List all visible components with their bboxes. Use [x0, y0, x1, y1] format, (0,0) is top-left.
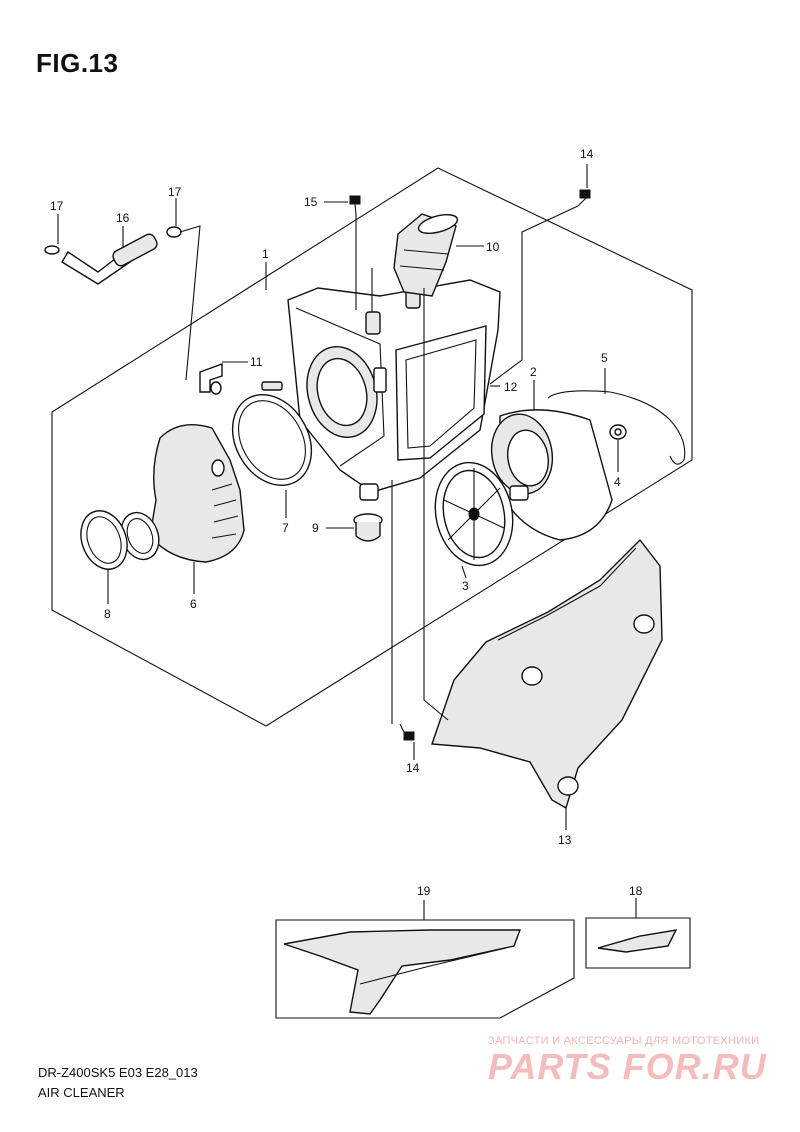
callout-10: 10: [486, 240, 500, 254]
footer-section-name: AIR CLEANER: [38, 1085, 125, 1100]
callout-13: 13: [558, 833, 572, 847]
part-1-air-cleaner-case: [287, 268, 501, 501]
part-13-side-cover: [431, 538, 663, 810]
part-10-intake-tube: [393, 213, 459, 297]
part-16-breather-hose: [44, 226, 182, 285]
part-8-clamp: [80, 510, 128, 570]
callout-14-upper: 14: [580, 147, 594, 161]
part-2-filter-element: [490, 409, 613, 541]
callout-6: 6: [190, 597, 197, 611]
callout-9: 9: [312, 521, 319, 535]
figure-title: FIG.13: [36, 48, 119, 78]
decal-19: [275, 900, 575, 1019]
callout-12: 12: [504, 380, 518, 394]
callout-17-right: 17: [168, 185, 182, 199]
callout-17-left: 17: [50, 199, 64, 213]
assembly-outline: [51, 167, 693, 727]
watermark-logo: PARTS FOR.RU: [488, 1046, 767, 1087]
bolt-15: [349, 195, 361, 215]
callout-8: 8: [104, 607, 111, 621]
callout-1: 1: [262, 247, 269, 261]
callout-7: 7: [282, 521, 289, 535]
callout-14-lower: 14: [406, 761, 420, 775]
footer-model-code: DR-Z400SK5 E03 E28_013: [38, 1065, 198, 1080]
part-11-elbow-joint: [199, 363, 223, 395]
callout-15: 15: [304, 195, 318, 209]
part-4-washer: [609, 424, 627, 440]
watermark-tagline: ЗАПЧАСТИ И АКСЕССУАРЫ ДЛЯ МОТОТЕХНИКИ: [488, 1035, 760, 1047]
part-5-spring-clip: [547, 390, 686, 465]
callout-11: 11: [250, 355, 263, 369]
callout-18: 18: [629, 884, 643, 898]
callout-4: 4: [614, 475, 621, 489]
bolt-14-upper: [577, 189, 591, 207]
part-3-filter-cage: [434, 461, 529, 567]
callout-5: 5: [601, 351, 608, 365]
callout-19: 19: [417, 884, 431, 898]
part-6-intake-boot: [120, 424, 245, 563]
callout-3: 3: [462, 579, 469, 593]
callout-16: 16: [116, 211, 130, 225]
bolt-14-lower: [399, 723, 415, 741]
decal-18: [585, 898, 691, 969]
part-7-band-clamp: [231, 381, 313, 486]
part-9-grommet: [353, 513, 383, 542]
callout-2: 2: [530, 365, 537, 379]
leader-lines: [57, 164, 619, 830]
